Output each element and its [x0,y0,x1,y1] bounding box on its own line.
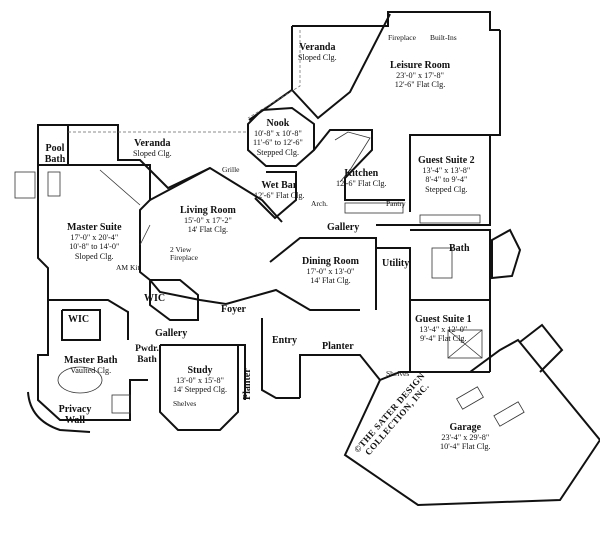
room-kitchen: Kitchen 12'-6" Flat Clg. [336,168,387,188]
room-name: WIC [144,293,166,304]
room-utility: Utility [382,258,409,269]
room-name: Dining Room [302,256,359,267]
room-master-bath: Master Bath Vaulted Clg. [64,355,117,375]
room-name: Veranda [299,42,336,53]
note-fireplace: Fireplace [388,33,416,42]
room-nook: Nook 10'-8" x 10'-8" 11'-6" to 12'-6" St… [253,118,303,157]
room-bath: Bath [449,243,470,254]
room-living: Living Room 15'-0" x 17'-2" 14' Flat Clg… [180,205,236,235]
room-wic-left: WIC [68,314,89,325]
note-pantry: Pantry [386,199,406,208]
note-shelves-study: Shelves [173,399,197,408]
room-dim: 17'-0" x 20'-4" [70,233,119,243]
room-dim: 13'-4" x 12'-0" [419,325,468,335]
room-name: Foyer [221,304,246,315]
room-name: WIC [68,314,90,325]
room-name: Garage [449,422,482,433]
room-dim: 9'-4" Flat Clg. [420,334,467,344]
note-view-fireplace: 2 View Fireplace [170,245,198,263]
room-name: Planter [242,368,253,400]
note-built-ins: Built-Ins [430,33,457,42]
room-name: Master Bath [64,355,118,366]
room-dining: Dining Room 17'-0" x 13'-0" 14' Flat Clg… [302,256,359,286]
room-dim: Vaulted Clg. [70,366,112,376]
note-grille: Grille [222,165,240,174]
room-name: Kitchen [344,168,379,179]
room-wic-upper: WIC [144,293,165,304]
room-name: Leisure Room [390,60,451,71]
room-name: Entry [272,335,297,346]
room-dim: 8'-4" to 9'-4" [425,175,468,185]
room-master-suite: Master Suite 17'-0" x 20'-4" 10'-8" to 1… [67,222,122,261]
room-name: Gallery [155,328,188,339]
room-name: Privacy Wall [58,404,92,427]
room-dim: 12'-6" Flat Clg. [254,191,305,201]
room-name: Wet Bar [261,180,298,191]
room-dim: 13'-4" x 13'-8" [422,166,471,176]
room-pwdr-bath: Pwdr. Bath [132,344,162,365]
room-leisure: Leisure Room 23'-0" x 17'-8" 12'-6" Flat… [390,60,450,90]
room-name: Master Suite [67,222,122,233]
room-dim: 10'-4" Flat Clg. [440,442,491,452]
room-name: Study [187,365,213,376]
room-veranda-top: Veranda Sloped Clg. [298,42,337,62]
room-pool-bath: Pool Bath [41,143,69,165]
note-line: 2 View [170,245,192,254]
room-dim: Stepped Clg. [256,147,300,157]
room-dim: 14' Flat Clg. [310,276,351,286]
room-dim: 23'-0" x 17'-8" [396,71,444,81]
room-name: Guest Suite 1 [415,314,472,325]
room-planter-right: Planter [322,341,354,352]
note-line: Fireplace [170,253,198,263]
room-name: Nook [266,118,290,129]
room-name: Veranda [134,138,171,149]
room-wet-bar: Wet Bar 12'-6" Flat Clg. [254,180,305,200]
room-dim: 14' Flat Clg. [187,225,229,235]
room-name: Utility [382,258,410,269]
room-dim: 10'-8" to 14'-0" [69,242,120,252]
room-garage: Garage 23'-4" x 29'-8" 10'-4" Flat Clg. [440,422,491,452]
note-am-kit: AM Kit. [116,263,142,272]
room-dim: 13'-0" x 15'-8" [176,376,224,386]
room-dim: Sloped Clg. [133,149,172,159]
room-guest-suite-2: Guest Suite 2 13'-4" x 13'-8" 8'-4" to 9… [418,155,475,194]
room-name: Living Room [180,205,236,216]
room-foyer: Foyer [221,304,246,315]
room-privacy-wall: Privacy Wall [52,404,98,426]
note-shelves-garage: Shelves [386,369,410,378]
room-dim: 10'-8" x 10'-8" [253,129,302,139]
room-dim: 14' Stepped Clg. [173,385,228,395]
room-dim: 23'-4" x 29'-8" [441,433,490,443]
room-study: Study 13'-0" x 15'-8" 14' Stepped Clg. [173,365,227,395]
room-entry: Entry [272,335,297,346]
room-gallery-low: Gallery [155,328,187,339]
room-name: Gallery [327,222,360,233]
note-arch: Arch. [311,199,328,208]
room-name: Bath [449,243,470,254]
room-dim: Stepped Clg. [425,184,468,194]
room-guest-suite-1: Guest Suite 1 13'-4" x 12'-0" 9'-4" Flat… [415,314,472,344]
room-name: Planter [322,341,354,352]
room-dim: 11'-6" to 12'-6" [253,138,303,148]
room-name: Guest Suite 2 [418,155,475,166]
room-dim: 12'-6" Flat Clg. [336,179,387,189]
room-planter-left: Planter [242,368,253,400]
room-dim: 12'-6" Flat Clg. [394,80,446,90]
room-name: Pool Bath [44,143,66,166]
room-dim: 15'-0" x 17'-2" [184,216,232,226]
room-dim: 17'-0" x 13'-0" [306,267,355,277]
room-dim: Sloped Clg. [74,251,114,261]
room-name: Pwdr. Bath [135,344,159,365]
room-dim: Sloped Clg. [298,53,337,63]
room-veranda-left: Veranda Sloped Clg. [133,138,172,158]
room-gallery-top: Gallery [327,222,359,233]
